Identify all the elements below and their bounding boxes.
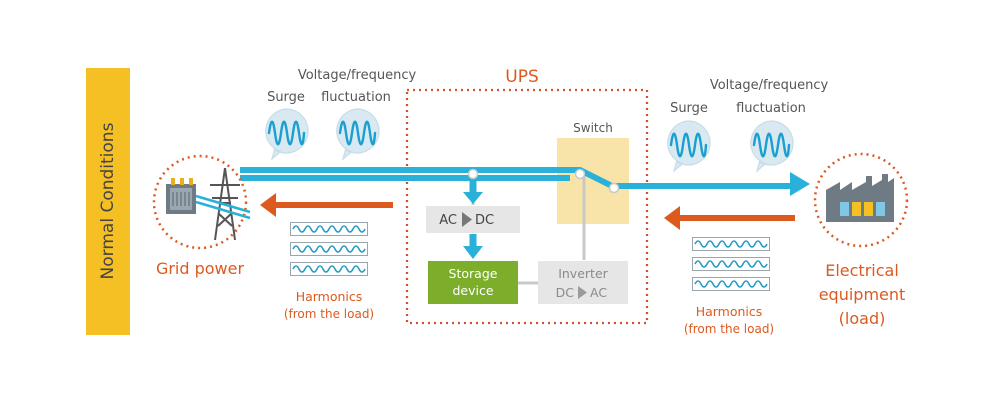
storage-device-box — [428, 261, 518, 304]
grid-power-icon — [152, 154, 251, 250]
fluctuation-wave-icon — [749, 119, 795, 173]
ups-boundary — [405, 88, 649, 325]
side-bar: Normal Conditions — [86, 68, 130, 335]
power-flow — [240, 167, 810, 259]
storage-label-line2: device — [452, 283, 493, 298]
inverter-right: AC — [590, 285, 607, 300]
right-vf-label-line2: fluctuation — [736, 101, 806, 116]
load-label-line1: Electrical — [825, 261, 899, 280]
harmonics-wave-icon — [290, 222, 368, 236]
right-harmonics-label: Harmonics — [696, 304, 763, 319]
left-vf-label-line1: Voltage/frequency — [298, 68, 417, 83]
inverter-left: DC — [556, 285, 575, 300]
acdc-right: DC — [475, 213, 494, 228]
acdc-left: AC — [439, 213, 457, 228]
load-label-line3: (load) — [839, 309, 886, 328]
ups-title: UPS — [505, 67, 539, 87]
play-triangle-icon — [578, 286, 587, 299]
harmonics-wave-icon — [290, 262, 368, 276]
harmonics-wave-icon — [290, 242, 368, 256]
switch-label: Switch — [573, 121, 613, 135]
surge-wave-icon — [666, 119, 712, 173]
surge-wave-icon — [264, 107, 310, 161]
grid-power-label: Grid power — [156, 259, 245, 278]
inverter-label: Inverter — [558, 266, 608, 281]
play-triangle-icon — [462, 212, 472, 227]
left-surge-label: Surge — [267, 90, 305, 105]
acdc-box — [426, 206, 520, 233]
harmonics-wave-icon — [692, 237, 770, 251]
harmonics-wave-icon — [692, 277, 770, 291]
right-surge-label: Surge — [670, 101, 708, 116]
right-vf-label-line1: Voltage/frequency — [710, 78, 829, 93]
left-vf-label-line2: fluctuation — [321, 90, 391, 105]
side-label: Normal Conditions — [98, 122, 118, 279]
left-harmonics-sub: (from the load) — [284, 307, 374, 321]
load-icon — [813, 152, 909, 248]
load-label-line2: equipment — [819, 285, 906, 304]
harmonics-arrow-left — [260, 193, 393, 217]
inverter-box — [538, 261, 628, 304]
right-harmonics-sub: (from the load) — [684, 322, 774, 336]
storage-label-line1: Storage — [449, 266, 498, 281]
harmonics-wave-icon — [692, 257, 770, 271]
left-harmonics-label: Harmonics — [296, 289, 363, 304]
fluctuation-wave-icon — [335, 107, 381, 161]
harmonics-arrow-right — [664, 206, 795, 230]
